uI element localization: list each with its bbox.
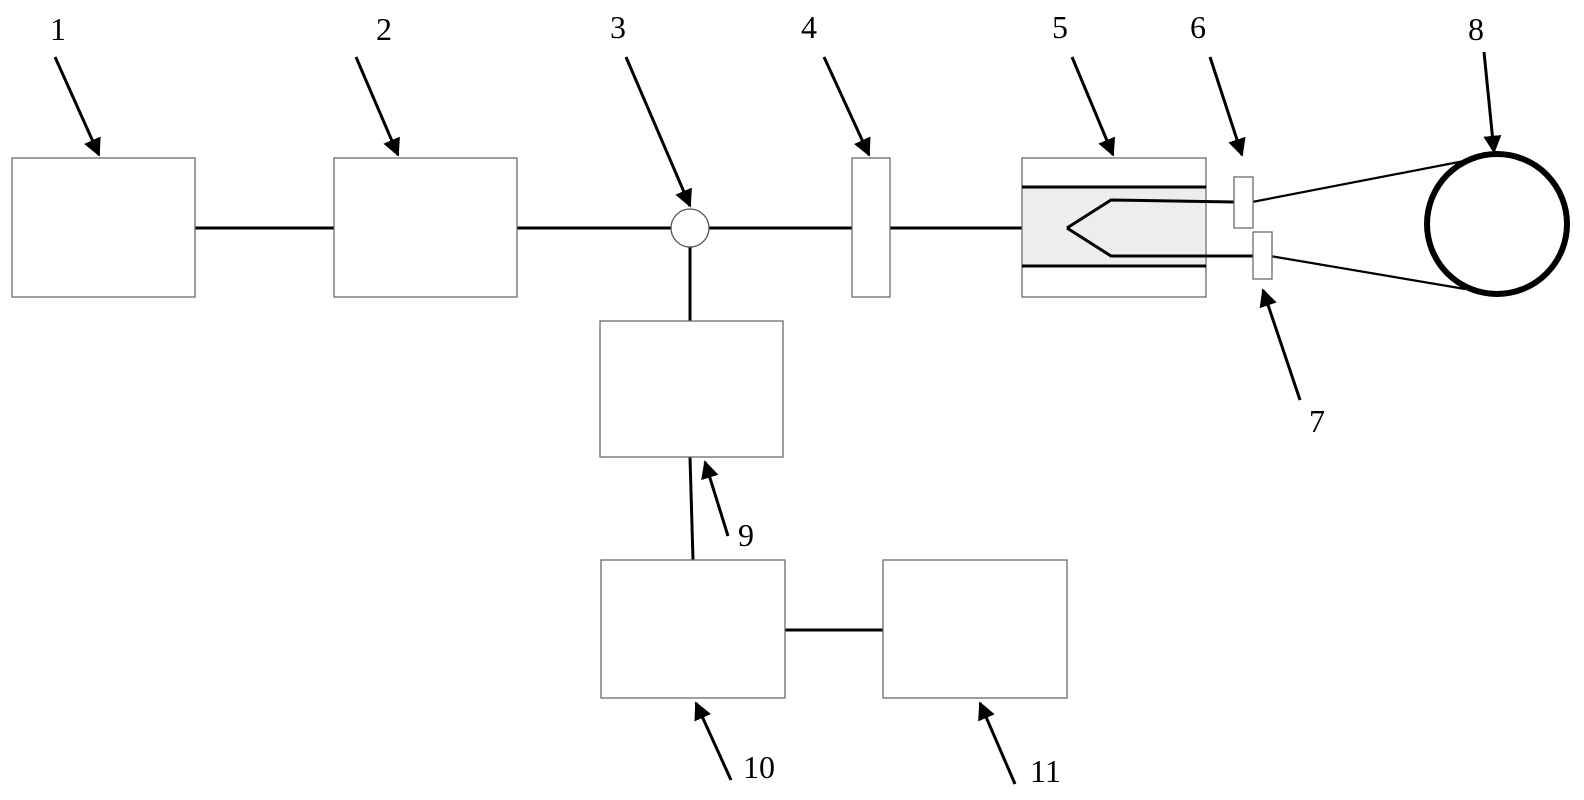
leader-arrows xyxy=(53,51,1502,785)
label-8: 8 xyxy=(1468,11,1484,47)
label-3: 3 xyxy=(610,9,626,45)
wire-9-detector-to-10 xyxy=(688,456,695,561)
label-7: 7 xyxy=(1309,403,1325,439)
arrow-1 xyxy=(53,56,101,157)
reference-numerals: 1 2 3 4 5 6 7 8 9 10 11 xyxy=(50,9,1484,789)
arrow-10 xyxy=(694,701,733,781)
label-11: 11 xyxy=(1030,753,1061,789)
arrow-4 xyxy=(822,56,871,157)
component-5-modulator xyxy=(1021,157,1253,298)
component-11-box xyxy=(882,559,1068,699)
detector-box xyxy=(599,320,784,458)
component-8-fiber-coil xyxy=(1424,151,1570,297)
arrow-5 xyxy=(1070,56,1116,157)
label-6: 6 xyxy=(1190,9,1206,45)
component-1-box xyxy=(11,157,196,298)
fiber-7-to-coil xyxy=(1269,254,1466,291)
arrow-11 xyxy=(978,701,1017,785)
arrow-2 xyxy=(354,56,400,157)
component-10-box xyxy=(600,559,786,699)
arrow-7 xyxy=(1259,288,1302,401)
label-2: 2 xyxy=(376,11,392,47)
component-3-circulator xyxy=(670,208,710,248)
arrow-3 xyxy=(624,56,692,208)
connection-wires xyxy=(195,153,1496,632)
label-9: 9 xyxy=(738,517,754,553)
label-5: 5 xyxy=(1052,9,1068,45)
waveguide-upper-branch xyxy=(1066,198,1235,230)
label-10: 10 xyxy=(743,749,775,785)
arrow-8 xyxy=(1482,51,1502,154)
arrow-6 xyxy=(1208,56,1246,157)
fiber-6-to-coil xyxy=(1251,153,1496,204)
waveguide-lower-branch xyxy=(1066,226,1253,258)
component-7-connector xyxy=(1252,231,1273,280)
component-2-box xyxy=(333,157,518,298)
label-4: 4 xyxy=(801,9,817,45)
arrow-9 xyxy=(701,460,730,537)
component-6-connector xyxy=(1233,176,1254,229)
component-4-box xyxy=(851,157,891,298)
label-1: 1 xyxy=(50,11,66,47)
